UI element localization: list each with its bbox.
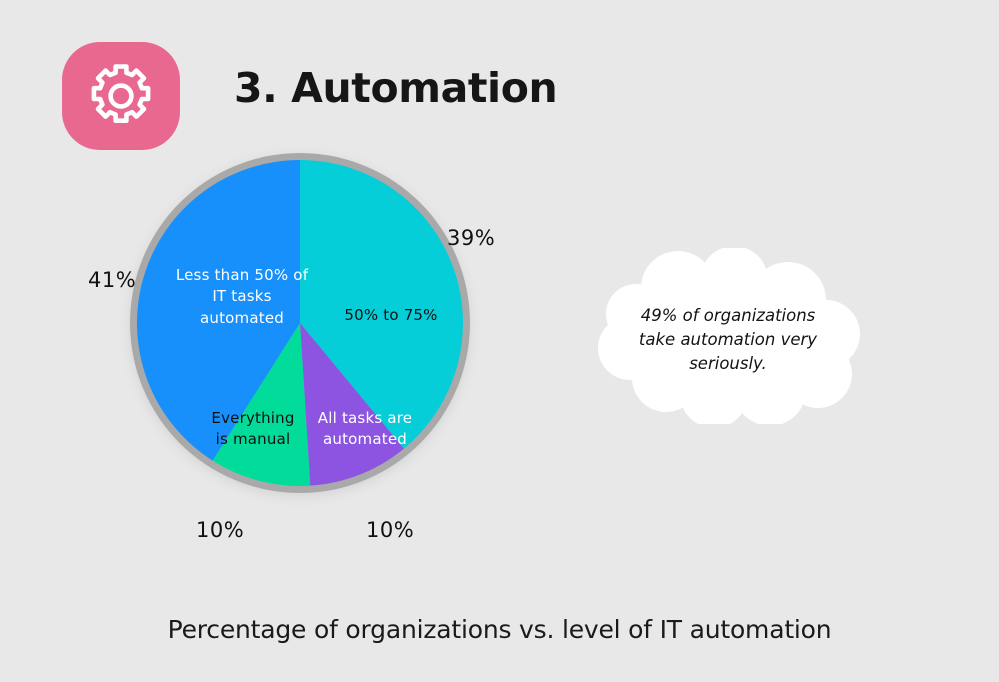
gear-icon-badge: [62, 42, 180, 150]
cloud-text-line: 49% of organizations: [640, 306, 816, 325]
gear-icon: [91, 64, 151, 123]
percent-callout-top-right: 39%: [447, 226, 496, 250]
percent-callout-bottom-left: 10%: [196, 518, 245, 542]
header: 3. Automation: [62, 42, 558, 154]
page-title: 3. Automation: [234, 64, 558, 112]
cloud-text-line: take automation very: [638, 329, 818, 349]
cloud-text-line: seriously.: [689, 353, 767, 373]
pie-slice-cyan: [300, 160, 463, 449]
cloud-shape-icon: [598, 248, 860, 424]
pie-slice-green: [212, 323, 311, 486]
cloud-callout: 49% of organizations take automation ver…: [592, 248, 862, 424]
percent-callout-left: 41%: [88, 268, 137, 292]
pie-chart: Less than 50% of IT tasks automated 50% …: [130, 153, 470, 493]
pie-slice-group: [137, 160, 463, 486]
pie-slice-purple: [300, 323, 404, 486]
cloud-callout-text: 49% of organizations take automation ver…: [622, 304, 834, 376]
pie-slice-blue: [137, 160, 300, 461]
pie-slices: [137, 160, 463, 486]
percent-callout-bottom-right: 10%: [366, 518, 415, 542]
chart-caption: Percentage of organizations vs. level of…: [167, 615, 832, 644]
